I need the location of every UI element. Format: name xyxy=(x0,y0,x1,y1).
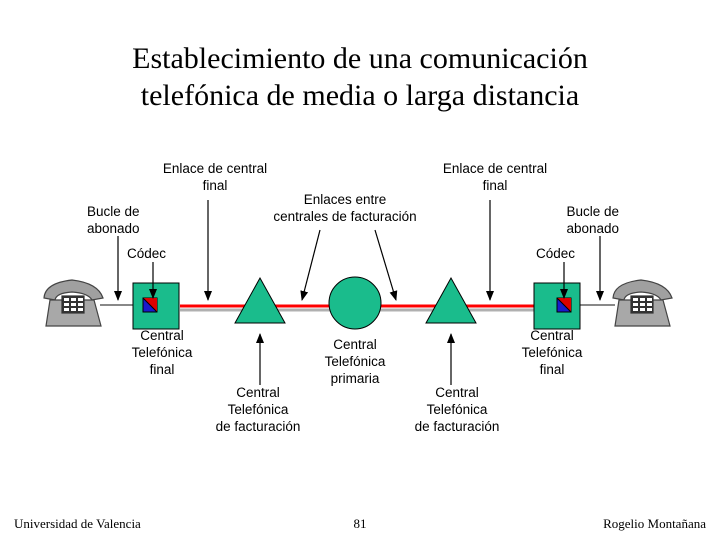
page-number: 81 xyxy=(353,516,367,531)
label-enlace-central-final-right: Enlace de central final xyxy=(442,161,548,193)
title-line-1: Establecimiento de una comunicación xyxy=(132,42,588,75)
central-primaria-node xyxy=(328,276,382,330)
label-enlaces-entre-centrales: Enlaces entre centrales de facturación xyxy=(273,192,417,224)
telephone-right-icon xyxy=(612,279,673,327)
label-bucle-abonado-left: Bucle de abonado xyxy=(87,204,140,236)
footer-university: Universidad de Valencia xyxy=(14,516,141,531)
footer-author: Rogelio Montañana xyxy=(603,516,706,531)
codec-left-icon xyxy=(142,297,158,313)
arrow-enlaces-entre-1 xyxy=(300,229,321,301)
label-enlace-central-final-left: Enlace de central final xyxy=(162,161,268,193)
label-central-primaria: Central Telefónica primaria xyxy=(324,337,386,386)
central-facturacion-left-node xyxy=(234,276,286,324)
label-codec-right: Códec xyxy=(535,246,575,261)
label-bucle-abonado-right: Bucle de abonado xyxy=(566,204,619,236)
label-central-facturacion-right: Central Telefónica de facturación xyxy=(414,385,500,434)
slide-title: Establecimiento de una comunicación tele… xyxy=(0,40,720,114)
label-codec-left: Códec xyxy=(127,246,167,261)
codec-right-icon xyxy=(556,297,572,313)
label-central-facturacion-left: Central Telefónica de facturación xyxy=(215,385,301,434)
label-central-final-left: Central Telefónica final xyxy=(131,328,193,377)
label-central-final-right: Central Telefónica final xyxy=(521,328,583,377)
title-line-2: telefónica de media o larga distancia xyxy=(140,79,580,112)
arrow-enlaces-entre-2 xyxy=(374,229,398,301)
telephone-left-icon xyxy=(43,279,104,327)
central-facturacion-right-node xyxy=(425,276,477,324)
